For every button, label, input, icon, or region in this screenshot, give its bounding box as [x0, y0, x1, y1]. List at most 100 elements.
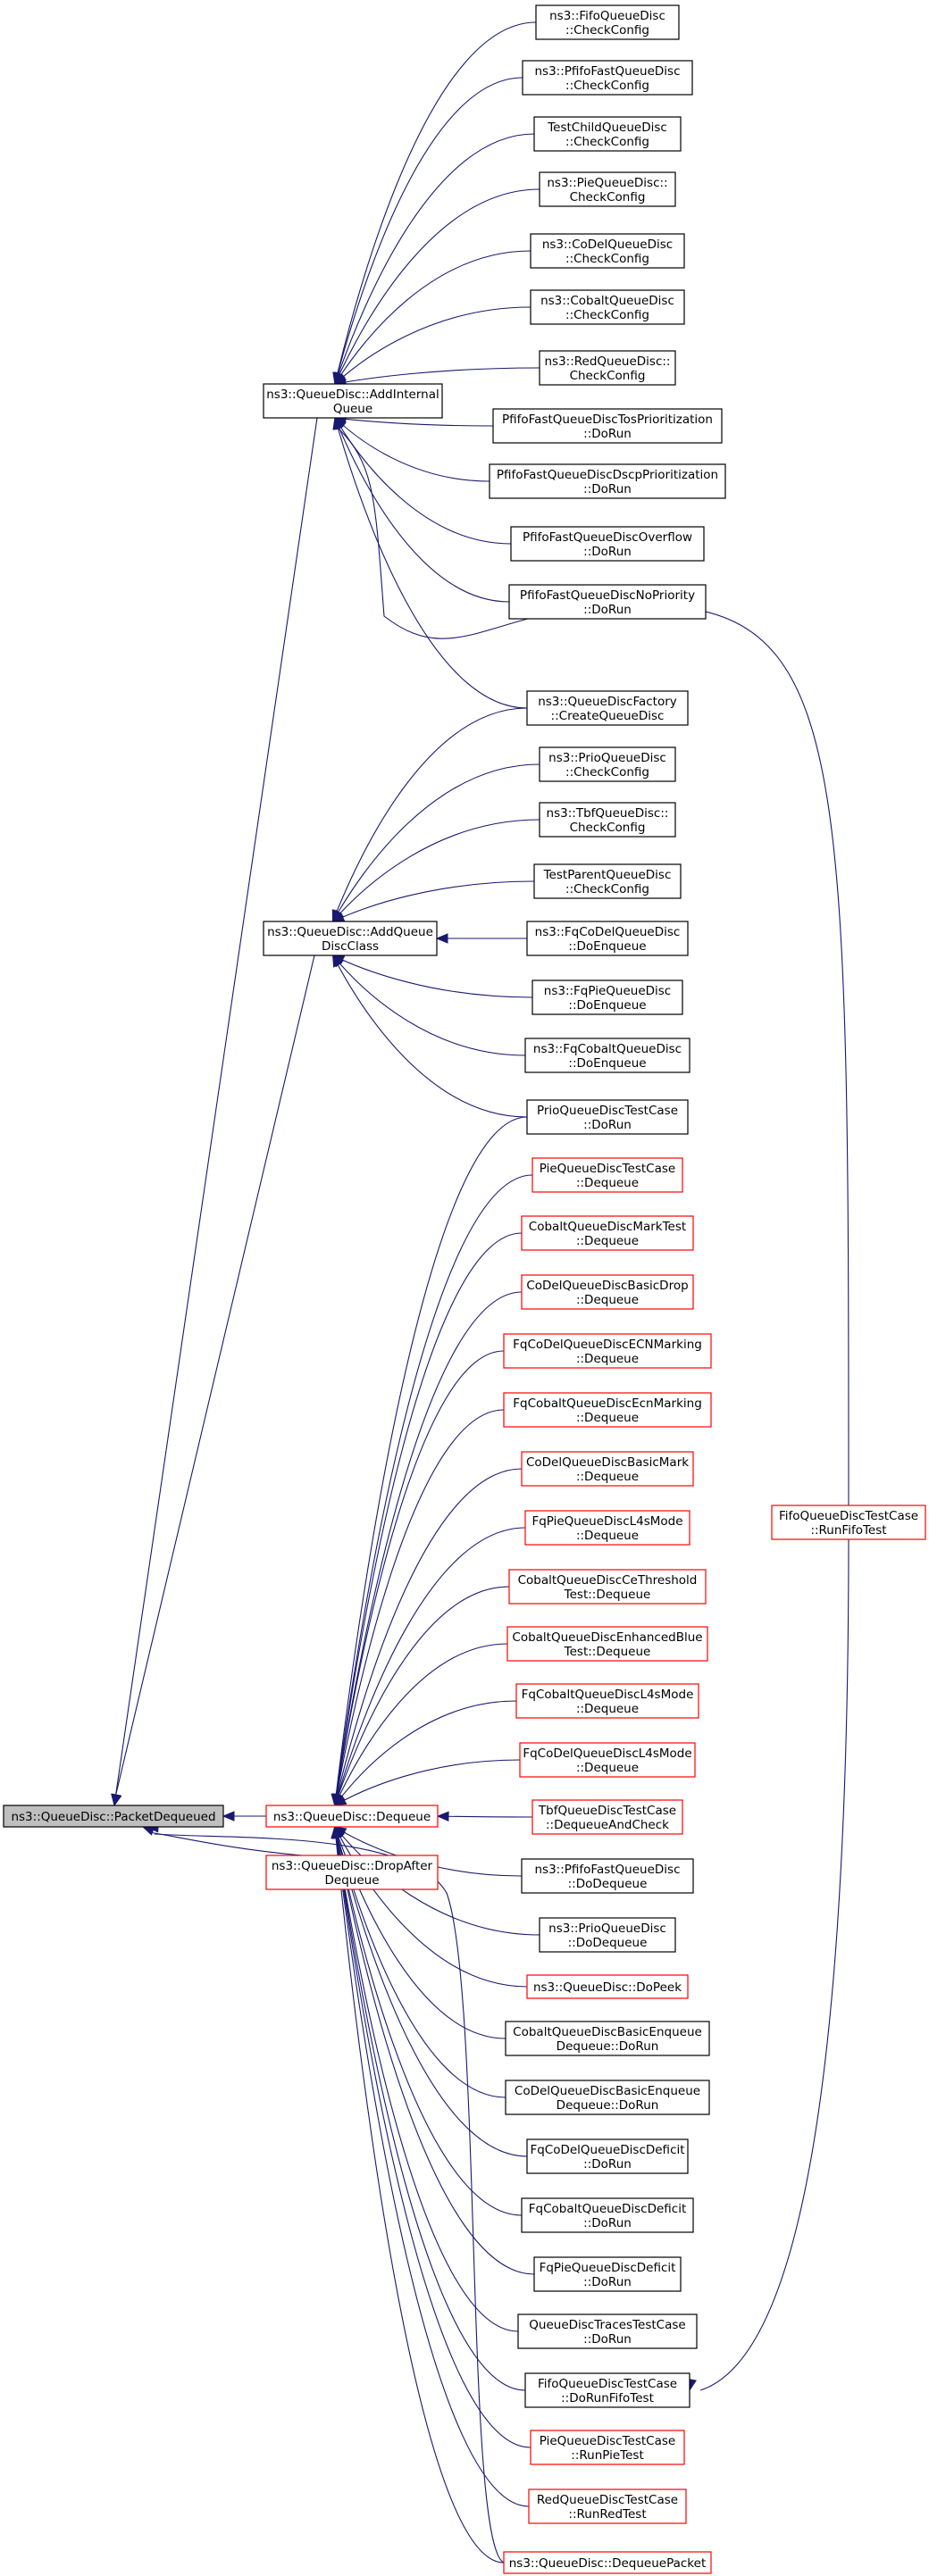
node-label: ns3::FqPieQueueDisc [544, 984, 671, 998]
node-label: ::DoRun [583, 545, 632, 559]
node-fqcobaltecn_deq[interactable]: FqCobaltQueueDiscEcnMarking::Dequeue [503, 1392, 712, 1428]
node-pfifo_cc[interactable]: ns3::PfifoFastQueueDisc::CheckConfig [522, 60, 693, 96]
edge-fqcodell4s_deq-to-deq [334, 1759, 521, 1806]
node-dopeek[interactable]: ns3::QueueDisc::DoPeek [526, 1974, 689, 1999]
node-pie_cc[interactable]: ns3::PieQueueDisc::CheckConfig [539, 171, 676, 207]
node-label: ns3::QueueDisc::Dequeue [273, 1810, 431, 1824]
edge-red_cc-to-addq [334, 367, 540, 385]
node-label: ::Dequeue [576, 1176, 639, 1190]
node-label: ::DoDequeue [568, 1877, 648, 1891]
node-label: ::RunRedTest [568, 2507, 646, 2522]
node-fifo_dorun[interactable]: FifoQueueDiscTestCase::DoRunFifoTest [524, 2372, 690, 2408]
edge-testparent_cc-to-addc [332, 880, 535, 922]
node-label: ::CheckConfig [565, 882, 649, 896]
node-fqcodeldef_run[interactable]: FqCoDelQueueDiscDeficit::DoRun [526, 2138, 689, 2174]
edge-deqpacket-to-deq [334, 1826, 505, 2563]
node-fqcodell4s_deq[interactable]: FqCoDelQueueDiscL4sMode::Dequeue [519, 1742, 696, 1778]
edge-codelmark_deq-to-deq [334, 1468, 523, 1806]
node-label: ::DoEnqueue [568, 998, 646, 1013]
node-label: CoDelQueueDiscBasicDrop [526, 1279, 688, 1293]
node-label: FifoQueueDiscTestCase [538, 2377, 677, 2391]
node-box [539, 171, 676, 207]
node-tbf_cc[interactable]: ns3::TbfQueueDisc::CheckConfig [539, 802, 676, 838]
node-root[interactable]: ns3::QueueDisc::PacketDequeued [3, 1805, 224, 1828]
edge-tbf_cc-to-addc [332, 819, 540, 922]
node-label: ::DoRun [583, 2332, 632, 2347]
node-box [528, 2488, 687, 2524]
node-cobalt_cc[interactable]: ns3::CobaltQueueDisc::CheckConfig [530, 289, 685, 325]
node-pftos[interactable]: PfifoFastQueueDiscTosPrioritization::DoR… [492, 408, 723, 444]
node-codeldrop_deq[interactable]: CoDelQueueDiscBasicDrop::Dequeue [521, 1274, 694, 1310]
node-pfover[interactable]: PfifoFastQueueDiscOverflow::DoRun [510, 526, 705, 562]
node-tbf_check[interactable]: TbfQueueDiscTestCase::DequeueAndCheck [531, 1799, 683, 1835]
node-box [503, 2551, 712, 2574]
edge-fqcobalt_enq-to-addc [332, 955, 526, 1056]
node-testchild_cc[interactable]: TestChildQueueDisc::CheckConfig [533, 116, 682, 152]
node-label: Queue [333, 402, 372, 416]
node-pie_runtest[interactable]: PieQueueDiscTestCase::RunPieTest [530, 2430, 685, 2465]
node-cobaltbasic_run[interactable]: CobaltQueueDiscBasicEnqueueDequeue::DoRu… [505, 2021, 710, 2056]
node-label: ns3::PieQueueDisc:: [547, 176, 667, 190]
node-fqcobalt_enq[interactable]: ns3::FqCobaltQueueDisc::DoEnqueue [524, 1038, 690, 1073]
node-fifo_runfifo[interactable]: FifoQueueDiscTestCase::RunFifoTest [771, 1505, 926, 1540]
edge-cobalt_cc-to-addq [334, 306, 531, 385]
node-label: CobaltQueueDiscCeThreshold [518, 1573, 698, 1588]
node-prio_dodeq[interactable]: ns3::PrioQueueDisc::DoDequeue [539, 1917, 676, 1953]
arrowhead-addc [332, 954, 343, 968]
edge-fqpie_enq-to-addc [332, 955, 533, 998]
node-pie_deq[interactable]: PieQueueDiscTestCase::Dequeue [531, 1157, 683, 1193]
node-pfifo_dodeq[interactable]: ns3::PfifoFastQueueDisc::DoDequeue [521, 1858, 694, 1894]
node-fqpie_enq[interactable]: ns3::FqPieQueueDisc::DoEnqueue [531, 980, 683, 1015]
node-fqcobaltl4s_deq[interactable]: FqCobaltQueueDiscL4sMode::Dequeue [515, 1683, 699, 1719]
node-deqpacket[interactable]: ns3::QueueDisc::DequeuePacket [503, 2551, 712, 2574]
node-pfdscp[interactable]: PfifoFastQueueDiscDscpPrioritization::Do… [489, 463, 726, 499]
node-box [517, 2313, 698, 2349]
edge-fifo_cc-to-addq [334, 21, 537, 385]
edge-cobaltce_deq-to-deq [334, 1586, 510, 1806]
node-fqcobaltdef_run[interactable]: FqCobaltQueueDiscDeficit::DoRun [521, 2197, 694, 2233]
node-label: FifoQueueDiscTestCase [779, 1509, 918, 1523]
node-label: ::CheckConfig [565, 765, 649, 779]
edge-fifo_dorun-to-fifo_runfifo [699, 1538, 849, 2391]
node-fqpiel4s_deq[interactable]: FqPieQueueDiscL4sMode::Dequeue [524, 1510, 690, 1546]
arrowhead-deq [331, 1825, 341, 1839]
node-deq[interactable]: ns3::QueueDisc::Dequeue [265, 1805, 439, 1828]
node-pfnoprio[interactable]: PfifoFastQueueDiscNoPriority::DoRun [508, 584, 707, 620]
arrowhead-addq [332, 416, 343, 430]
node-box [530, 289, 685, 325]
edge-deqpacket-to-root [154, 1833, 505, 2563]
node-prio_cc[interactable]: ns3::PrioQueueDisc::CheckConfig [539, 746, 676, 782]
edge-prio_cc-to-addc [332, 763, 540, 922]
node-box [533, 863, 682, 899]
node-codelmark_deq[interactable]: CoDelQueueDiscBasicMark::Dequeue [521, 1451, 694, 1487]
node-fqcodelecn_deq[interactable]: FqCoDelQueueDiscECNMarking::Dequeue [503, 1333, 712, 1369]
node-traces_run[interactable]: QueueDiscTracesTestCase::DoRun [517, 2313, 698, 2349]
edge-pie_cc-to-addq [334, 188, 540, 385]
node-prio_run[interactable]: PrioQueueDiscTestCase::DoRun [526, 1099, 689, 1135]
node-label: PieQueueDiscTestCase [540, 1162, 675, 1176]
node-box [526, 1974, 689, 1999]
node-fqcodel_enq[interactable]: ns3::FqCoDelQueueDisc::DoEnqueue [526, 921, 689, 956]
node-label: FqCobaltQueueDiscDeficit [529, 2202, 687, 2216]
graph-nodes: ns3::QueueDisc::PacketDequeuedns3::Queue… [3, 4, 926, 2574]
node-factory[interactable]: ns3::QueueDiscFactory::CreateQueueDisc [526, 690, 689, 726]
node-box [533, 2256, 682, 2292]
node-box [531, 980, 683, 1015]
node-codel_cc[interactable]: ns3::CoDelQueueDisc::CheckConfig [530, 233, 685, 269]
node-red_cc[interactable]: ns3::RedQueueDisc::CheckConfig [539, 350, 676, 386]
node-red_runtest[interactable]: RedQueueDiscTestCase::RunRedTest [528, 2488, 687, 2524]
node-testparent_cc[interactable]: TestParentQueueDisc::CheckConfig [533, 863, 682, 899]
node-label: ns3::RedQueueDisc:: [545, 354, 671, 369]
node-label: Dequeue::DoRun [557, 2039, 659, 2054]
node-fqpiedef_run[interactable]: FqPieQueueDiscDeficit::DoRun [533, 2256, 682, 2292]
node-cobaltmark_deq[interactable]: CobaltQueueDiscMarkTest::Dequeue [521, 1215, 694, 1251]
node-label: FqPieQueueDiscDeficit [540, 2261, 676, 2275]
node-box [503, 1333, 712, 1369]
node-fifo_cc[interactable]: ns3::FifoQueueDisc::CheckConfig [535, 4, 680, 40]
